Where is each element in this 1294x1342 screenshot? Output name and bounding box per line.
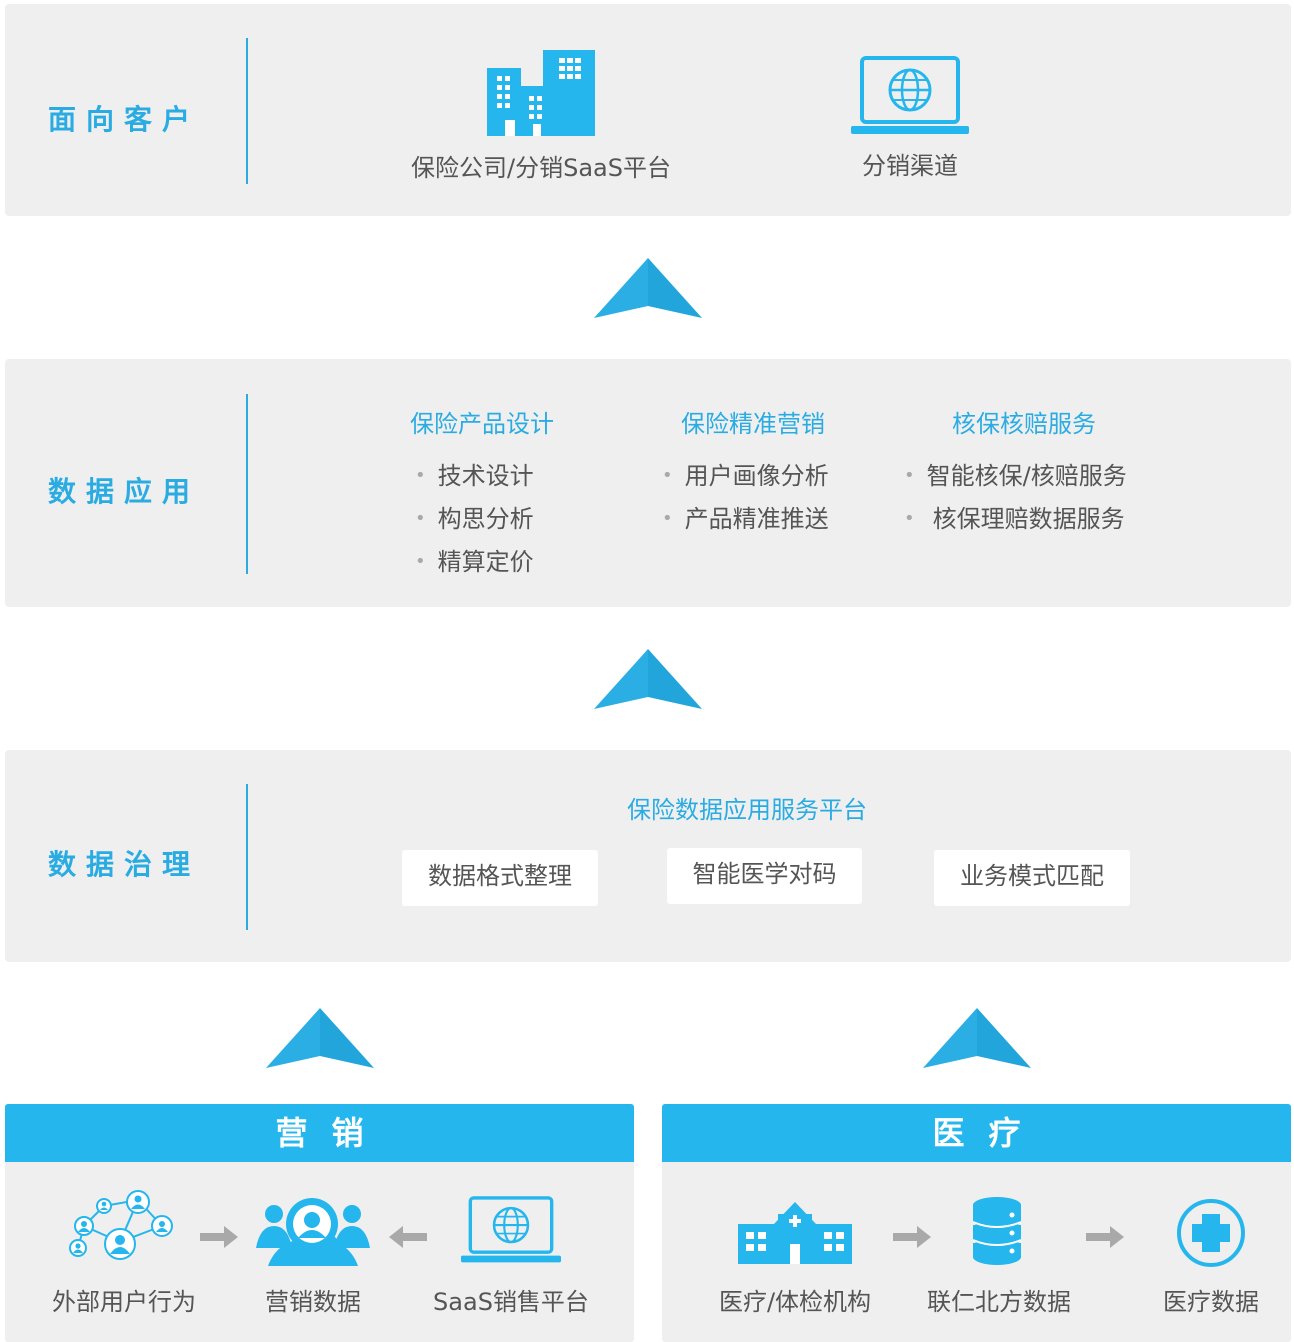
- medical-item-label: 医疗数据: [1163, 1288, 1259, 1316]
- up-arrow-icon: [594, 649, 702, 709]
- arrow-right-icon: [1086, 1226, 1124, 1248]
- medical-item-label: 医疗/体检机构: [718, 1288, 872, 1316]
- governance-title: 数据治理: [48, 848, 201, 881]
- bullet-item: •构思分析: [415, 505, 534, 533]
- marketing-item-label: 外部用户行为: [52, 1288, 196, 1316]
- platform-title: 保险数据应用服务平台: [627, 796, 867, 824]
- up-arrow-icon: [266, 1008, 374, 1068]
- laptop-globe-icon: [461, 1196, 561, 1263]
- bullet-item: •精算定价: [415, 548, 534, 576]
- marketing-header: 营销: [5, 1104, 634, 1162]
- arrow-right-icon: [200, 1226, 238, 1248]
- customers-title: 面向客户: [48, 103, 201, 136]
- hospital-icon: [738, 1202, 852, 1264]
- data-app-title: 数据应用: [48, 475, 201, 508]
- bullet-item: •技术设计: [415, 462, 534, 490]
- bullet-item: •用户画像分析: [662, 462, 829, 490]
- governance-chip: 业务模式匹配: [934, 850, 1130, 906]
- arrow-left-icon: [389, 1226, 427, 1248]
- marketing-item-label: SaaS销售平台: [433, 1288, 589, 1316]
- governance-divider: [246, 784, 248, 930]
- bullet-item: •智能核保/核赔服务: [904, 462, 1127, 490]
- medical-header: 医疗: [662, 1104, 1291, 1162]
- medical-item-label: 联仁北方数据: [927, 1288, 1071, 1316]
- column-heading: 保险产品设计: [410, 410, 554, 438]
- customer-item-label: 保险公司/分销SaaS平台: [411, 154, 671, 182]
- user-network-icon: [69, 1190, 173, 1260]
- data-app-panel: [5, 359, 1291, 607]
- column-heading: 保险精准营销: [681, 410, 825, 438]
- column-heading: 核保核赔服务: [952, 410, 1096, 438]
- customer-item-label: 分销渠道: [862, 152, 958, 180]
- bullet-item: •核保理赔数据服务: [904, 505, 1125, 533]
- customers-divider: [246, 38, 248, 184]
- laptop-globe-icon: [851, 56, 969, 134]
- database-icon: [973, 1197, 1021, 1265]
- user-search-icon: [256, 1198, 370, 1266]
- bullet-item: •产品精准推送: [662, 505, 829, 533]
- governance-chip: 智能医学对码: [667, 848, 862, 904]
- arrow-right-icon: [893, 1226, 931, 1248]
- governance-chip: 数据格式整理: [402, 850, 598, 906]
- customers-panel: [5, 4, 1291, 216]
- up-arrow-icon: [594, 258, 702, 318]
- office-buildings-icon: [487, 50, 595, 136]
- marketing-item-label: 营销数据: [265, 1288, 361, 1316]
- medical-cross-icon: [1177, 1199, 1245, 1267]
- up-arrow-icon: [923, 1008, 1031, 1068]
- data-app-divider: [246, 394, 248, 574]
